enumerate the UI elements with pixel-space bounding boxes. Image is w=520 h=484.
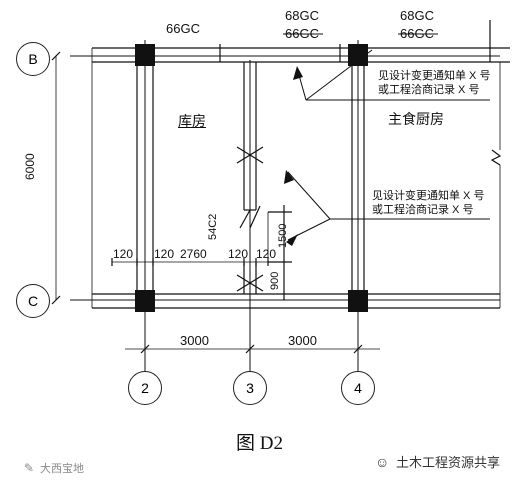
axis-bubble-3: 3 — [233, 371, 267, 405]
axis-bubble-2: 2 — [128, 371, 162, 405]
dim-120-b: 120 — [154, 247, 175, 261]
axis-bubble-4: 4 — [341, 371, 375, 405]
column-b2 — [135, 44, 155, 66]
watermark-right: 土木工程资源共享 — [396, 455, 501, 470]
dim-6000: 6000 — [23, 153, 37, 180]
label-54c2: 54C2 — [207, 213, 219, 240]
beam-label-68gc-2: 68GC — [400, 8, 434, 23]
room-label-storage: 库房 — [178, 113, 206, 129]
note-top-line1: 见设计变更通知单 X 号 — [378, 70, 491, 82]
beam-label-66gc-struck-2: 66GC — [400, 26, 434, 41]
axis-bubble-c: C — [16, 284, 50, 318]
watermark-left: 大西宝地 — [40, 463, 84, 475]
dim-2760: 2760 — [180, 247, 207, 261]
dim-1500: 1500 — [277, 223, 289, 248]
dim-120-d: 120 — [256, 247, 277, 261]
column-c4 — [348, 290, 368, 312]
note-top-line2: 或工程洽商记录 X 号 — [378, 84, 480, 96]
note-mid-line2: 或工程洽商记录 X 号 — [372, 204, 474, 216]
beam-label-68gc-1: 68GC — [285, 8, 319, 23]
column-c2 — [135, 290, 155, 312]
beam-label-66gc: 66GC — [166, 21, 200, 36]
dim-900: 900 — [269, 271, 281, 290]
watermark-logo-icon: ✎ — [24, 461, 35, 475]
axis-bubble-b: B — [16, 42, 50, 76]
beam-label-66gc-struck-1: 66GC — [285, 26, 319, 41]
dim-120-a: 120 — [113, 247, 134, 261]
figure-caption: 图 D2 — [236, 433, 283, 454]
wechat-icon: ☺ — [375, 454, 390, 470]
dim-3000-a: 3000 — [180, 333, 209, 348]
note-mid-line1: 见设计变更通知单 X 号 — [372, 190, 485, 202]
room-label-kitchen: 主食厨房 — [388, 111, 444, 127]
dim-3000-b: 3000 — [288, 333, 317, 348]
column-b4 — [348, 44, 368, 66]
dim-120-c: 120 — [228, 247, 249, 261]
